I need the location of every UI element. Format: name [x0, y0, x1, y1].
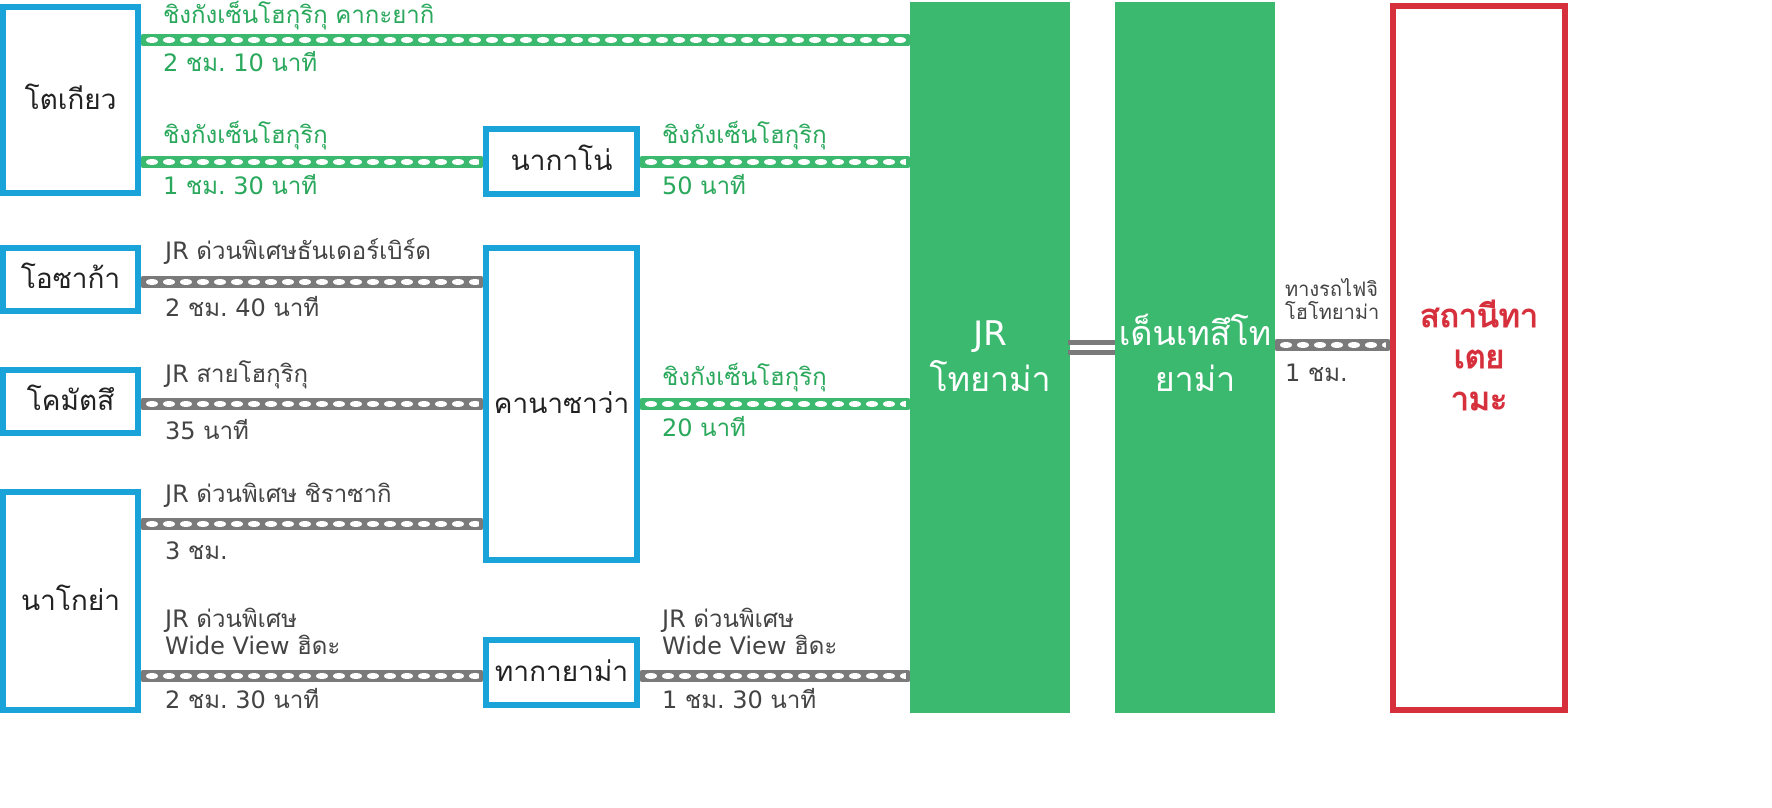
- route-label-dentetsu-tateyama-line2: โฮโทยาม่า: [1285, 300, 1380, 324]
- route-time-nagano-toyama: 50 นาที: [662, 172, 746, 200]
- hub-dentetsu-line1: เด็นเทสึโท: [1118, 313, 1272, 354]
- station-tokyo: โตเกียว: [0, 4, 141, 196]
- track-tokyo-nagano: [141, 156, 483, 168]
- route-time-nagoya-takayama: 2 ชม. 30 นาที: [165, 686, 320, 714]
- route-time-kanazawa-toyama: 20 นาที: [662, 414, 746, 442]
- track-osaka-kanazawa: [141, 276, 483, 288]
- station-nagano: นากาโน่: [483, 126, 640, 197]
- route-label-takayama-toyama-line2: Wide View ฮิดะ: [662, 631, 838, 660]
- route-label-nagoya-takayama: JR ด่วนพิเศษ Wide View ฮิดะ: [165, 606, 340, 660]
- track-dentetsu-tateyama: [1275, 339, 1390, 351]
- station-komatsu-label: โคมัตสึ: [26, 384, 115, 418]
- route-time-komatsu-kanazawa: 35 นาที: [165, 417, 249, 445]
- route-label-kanazawa-toyama: ชิงกังเซ็นโฮกุริกุ: [662, 363, 827, 391]
- track-nagano-toyama: [640, 156, 910, 168]
- route-label-tokyo-nagano: ชิงกังเซ็นโฮกุริกุ: [163, 121, 328, 149]
- hub-jr-toyama: JR โทยาม่า: [910, 2, 1070, 713]
- route-label-takayama-toyama: JR ด่วนพิเศษ Wide View ฮิดะ: [662, 606, 837, 660]
- station-nagoya-label: นาโกย่า: [21, 583, 120, 617]
- track-komatsu-kanazawa: [141, 398, 483, 410]
- route-label-osaka-kanazawa: JR ด่วนพิเศษธันเดอร์เบิร์ด: [165, 237, 431, 265]
- connector-line-top: [1068, 340, 1116, 345]
- route-label-nagoya-takayama-line1: JR ด่วนพิเศษ: [165, 605, 297, 633]
- station-kanazawa: คานาซาว่า: [483, 245, 640, 563]
- route-label-nagoya-kanazawa: JR ด่วนพิเศษ ชิราซากิ: [165, 480, 392, 508]
- station-kanazawa-label: คานาซาว่า: [493, 386, 630, 420]
- route-label-takayama-toyama-line1: JR ด่วนพิเศษ: [662, 605, 794, 633]
- route-time-takayama-toyama: 1 ชม. 30 นาที: [662, 686, 817, 714]
- hub-jr-toyama-line1: JR: [973, 313, 1007, 354]
- station-takayama-label: ทากายาม่า: [494, 655, 629, 689]
- connector-line-bottom: [1068, 350, 1116, 355]
- station-komatsu: โคมัตสึ: [0, 367, 141, 436]
- route-label-nagano-toyama: ชิงกังเซ็นโฮกุริกุ: [662, 121, 827, 149]
- route-label-tokyo-direct: ชิงกังเซ็นโฮกุริกุ คากะยากิ: [163, 1, 435, 29]
- route-time-osaka-kanazawa: 2 ชม. 40 นาที: [165, 294, 320, 322]
- route-time-dentetsu-tateyama: 1 ชม.: [1285, 359, 1348, 387]
- hub-dentetsu-line2: ยาม่า: [1154, 359, 1236, 400]
- station-nagano-label: นากาโน่: [510, 144, 613, 178]
- route-time-tokyo-nagano: 1 ชม. 30 นาที: [163, 172, 318, 200]
- hub-dentetsu-toyama: เด็นเทสึโทยาม่า: [1115, 2, 1275, 713]
- destination-line2: ามะ: [1450, 379, 1508, 418]
- route-time-tokyo-direct: 2 ชม. 10 นาที: [163, 49, 318, 77]
- station-osaka: โอซาก้า: [0, 245, 141, 314]
- station-tokyo-label: โตเกียว: [24, 82, 117, 116]
- route-time-nagoya-kanazawa: 3 ชม.: [165, 537, 228, 565]
- track-tokyo-toyama: [141, 34, 910, 46]
- route-label-dentetsu-tateyama-line1: ทางรถไฟจิ: [1285, 277, 1378, 301]
- hub-jr-toyama-line2: โทยาม่า: [929, 359, 1051, 400]
- track-takayama-toyama: [640, 670, 910, 682]
- station-takayama: ทากายาม่า: [483, 637, 640, 708]
- destination-line1: สถานีทาเตย: [1420, 296, 1538, 377]
- track-nagoya-kanazawa: [141, 518, 483, 530]
- route-label-dentetsu-tateyama: ทางรถไฟจิ โฮโทยาม่า: [1285, 278, 1379, 324]
- route-label-komatsu-kanazawa: JR สายโฮกุริกุ: [165, 360, 309, 388]
- destination-tateyama: สถานีทาเตยามะ: [1390, 3, 1568, 713]
- route-label-nagoya-takayama-line2: Wide View ฮิดะ: [165, 631, 341, 660]
- station-osaka-label: โอซาก้า: [20, 262, 121, 296]
- track-nagoya-takayama: [141, 670, 483, 682]
- track-kanazawa-toyama: [640, 398, 910, 410]
- station-nagoya: นาโกย่า: [0, 489, 141, 713]
